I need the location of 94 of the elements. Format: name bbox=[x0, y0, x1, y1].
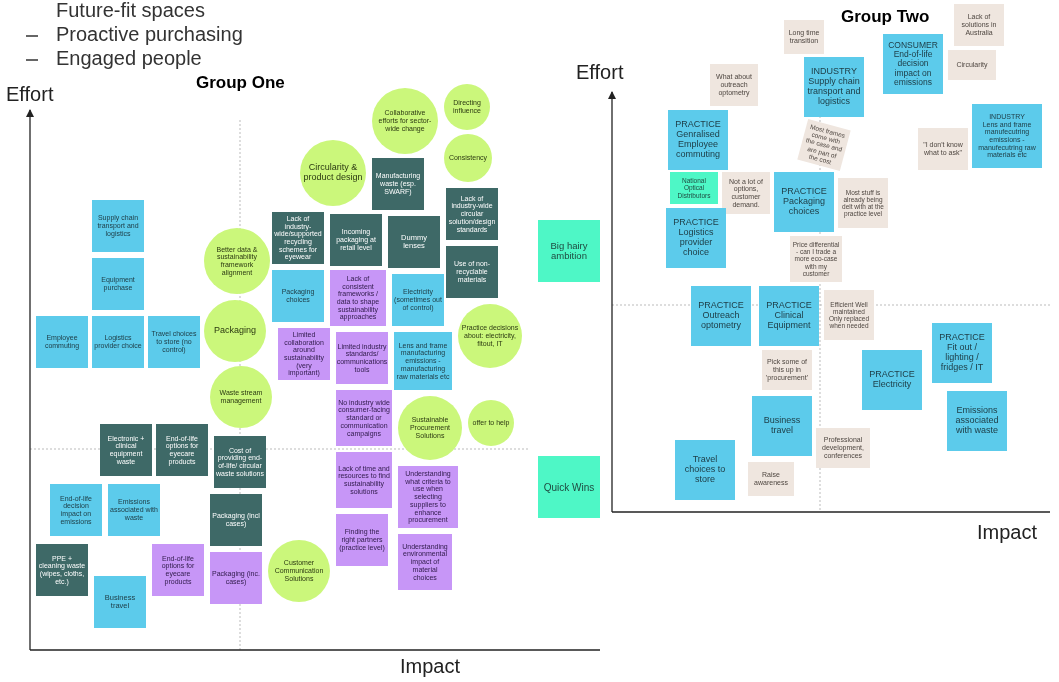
sticky-note bbox=[336, 514, 388, 566]
sticky-note bbox=[670, 172, 718, 204]
axis-label: Impact bbox=[977, 522, 1038, 542]
sticky-note bbox=[784, 20, 824, 54]
sticky-note bbox=[100, 424, 152, 476]
bullet-text: Future-fit spaces bbox=[56, 0, 205, 20]
sticky-note bbox=[838, 178, 888, 228]
group-heading: Group One bbox=[196, 74, 285, 91]
note-text: Packaging bbox=[214, 326, 256, 336]
sticky-note bbox=[92, 316, 144, 368]
note-text: Fit out / lighting / fridges / IT bbox=[939, 343, 985, 373]
note-heading: PRACTICE bbox=[869, 370, 915, 380]
sticky-note bbox=[336, 390, 392, 446]
sticky-note bbox=[954, 4, 1004, 46]
note-heading: CONSUMER bbox=[888, 40, 938, 50]
sticky-note bbox=[36, 316, 88, 368]
note-text: Circularity & product design bbox=[303, 163, 363, 183]
sticky-note bbox=[668, 110, 728, 170]
note-text: Big hairy ambition bbox=[549, 240, 589, 262]
sticky-note bbox=[92, 200, 144, 252]
sticky-note bbox=[210, 494, 262, 546]
note-heading: PRACTICE bbox=[781, 187, 827, 197]
sticky-note bbox=[36, 544, 88, 596]
sticky-note bbox=[388, 216, 440, 268]
note-text: Supply chain transport and logistics bbox=[806, 77, 862, 107]
sticky-note bbox=[398, 466, 458, 528]
sticky-note bbox=[92, 258, 144, 310]
circle-note bbox=[444, 84, 490, 130]
sticky-note bbox=[50, 484, 102, 536]
note-heading: PRACTICE bbox=[698, 301, 744, 311]
sticky-note bbox=[710, 64, 758, 106]
sticky-note bbox=[394, 332, 452, 390]
sticky-note bbox=[446, 246, 498, 298]
axis-label: Impact bbox=[400, 656, 461, 676]
note-text: Business travel bbox=[762, 416, 802, 436]
note-heading: PRACTICE bbox=[675, 120, 721, 130]
note-text: Emissions associated with waste bbox=[954, 406, 1000, 436]
sticky-note bbox=[804, 57, 864, 117]
circle-note bbox=[444, 134, 492, 182]
sticky-note bbox=[752, 396, 812, 456]
sticky-note bbox=[762, 350, 812, 390]
sticky-note bbox=[108, 484, 160, 536]
sticky-note bbox=[972, 104, 1042, 168]
sticky-note bbox=[398, 534, 452, 590]
sticky-note bbox=[272, 270, 324, 322]
sticky-note bbox=[148, 316, 200, 368]
sticky-note bbox=[883, 34, 943, 94]
sticky-note bbox=[774, 172, 834, 232]
sticky-note bbox=[330, 214, 382, 266]
sticky-note bbox=[336, 332, 388, 384]
bullet-text: Proactive purchasing bbox=[56, 24, 243, 44]
note-text: Logistics provider choice bbox=[677, 228, 715, 258]
sticky-note bbox=[94, 576, 146, 628]
note-heading: INDUSTRY bbox=[811, 67, 857, 77]
sticky-note bbox=[816, 428, 870, 468]
note-text: End-of-life decision impact on emissions bbox=[892, 50, 934, 88]
note-text: Genralised Employee commuting bbox=[675, 130, 721, 160]
axis-label: Effort bbox=[6, 84, 54, 104]
sticky-note bbox=[446, 188, 498, 240]
sticky-note bbox=[948, 50, 996, 80]
note-text: Travel choices to store bbox=[683, 455, 727, 485]
sticky-note bbox=[538, 456, 600, 518]
sticky-note bbox=[862, 350, 922, 410]
sticky-note bbox=[824, 290, 874, 340]
note-heading: PRACTICE bbox=[939, 333, 985, 343]
sticky-note bbox=[372, 158, 424, 210]
sticky-note bbox=[932, 323, 992, 383]
sticky-note bbox=[666, 208, 726, 268]
sticky-note bbox=[947, 391, 1007, 451]
sticky-note bbox=[918, 128, 968, 170]
sticky-note bbox=[722, 172, 770, 214]
circle-note bbox=[468, 400, 514, 446]
sticky-note bbox=[152, 544, 204, 596]
note-text: Clinical Equipment bbox=[766, 311, 812, 331]
sticky-note bbox=[156, 424, 208, 476]
note-text: Electricity bbox=[872, 380, 912, 390]
sticky-note bbox=[214, 436, 266, 488]
note-heading: PRACTICE bbox=[673, 218, 719, 228]
axis-label: Effort bbox=[576, 62, 624, 82]
note-heading: PRACTICE bbox=[766, 301, 812, 311]
bullet-text: Engaged people bbox=[56, 48, 202, 68]
group-heading: Group Two bbox=[841, 8, 930, 25]
sticky-note bbox=[691, 286, 751, 346]
sticky-note bbox=[392, 274, 444, 326]
sticky-note bbox=[748, 462, 794, 496]
note-text: Outreach optometry bbox=[700, 311, 742, 331]
note-text: Packaging choices bbox=[782, 197, 826, 217]
sticky-note bbox=[210, 552, 262, 604]
sticky-note bbox=[759, 286, 819, 346]
note-text: Quick Wins bbox=[543, 481, 595, 493]
sticky-note bbox=[538, 220, 600, 282]
sticky-note bbox=[675, 440, 735, 500]
sticky-note bbox=[336, 452, 392, 508]
circle-note bbox=[398, 396, 462, 460]
